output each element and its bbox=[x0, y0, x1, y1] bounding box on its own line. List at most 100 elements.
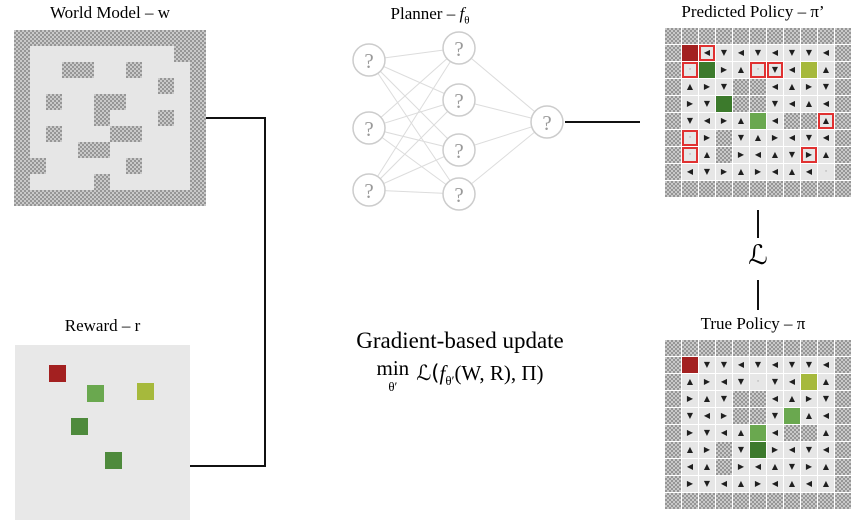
network-node-question-mark: ? bbox=[454, 139, 463, 163]
error-flag-cell: ▶ bbox=[801, 147, 817, 163]
wall-cell bbox=[801, 113, 817, 129]
reward-square bbox=[87, 385, 104, 402]
wall-cell bbox=[835, 28, 851, 44]
policy-arrow-cell: ▲ bbox=[784, 164, 800, 180]
free-cell bbox=[142, 46, 158, 62]
wall-cell bbox=[835, 493, 851, 509]
loss-connector-bottom bbox=[757, 280, 759, 310]
policy-arrow-cell: ▲ bbox=[818, 476, 834, 492]
update-formula: min θ′ ℒ(fθ′(W, R), Π) bbox=[310, 358, 610, 394]
wall-cell bbox=[158, 110, 174, 126]
free-cell bbox=[46, 46, 62, 62]
wall-cell bbox=[835, 340, 851, 356]
wall-cell bbox=[126, 158, 142, 174]
wall-cell bbox=[750, 340, 766, 356]
formula-args: (W, R), Π) bbox=[454, 361, 544, 386]
free-cell bbox=[78, 46, 94, 62]
network-edge bbox=[368, 59, 460, 195]
error-flag-cell: · bbox=[682, 62, 698, 78]
policy-arrow-cell: ◀ bbox=[750, 147, 766, 163]
free-cell bbox=[126, 94, 142, 110]
wall-cell bbox=[14, 174, 30, 190]
network-node-question-mark: ? bbox=[454, 89, 463, 113]
free-cell bbox=[142, 78, 158, 94]
policy-arrow-cell: ▼ bbox=[784, 459, 800, 475]
wall-cell bbox=[716, 181, 732, 197]
free-cell bbox=[142, 158, 158, 174]
free-cell bbox=[126, 78, 142, 94]
policy-arrow-cell: ▼ bbox=[767, 408, 783, 424]
free-cell bbox=[110, 142, 126, 158]
wall-cell bbox=[716, 442, 732, 458]
policy-arrow-cell: ▼ bbox=[801, 357, 817, 373]
formula-f: f bbox=[439, 361, 446, 386]
policy-arrow-cell: ▶ bbox=[699, 130, 715, 146]
network-edge bbox=[458, 47, 548, 123]
free-cell bbox=[142, 142, 158, 158]
wall-cell bbox=[78, 62, 94, 78]
free-cell bbox=[78, 158, 94, 174]
wall-cell bbox=[835, 96, 851, 112]
colored-cell bbox=[750, 425, 766, 441]
colored-cell bbox=[699, 62, 715, 78]
reward-square bbox=[137, 383, 154, 400]
wall-cell bbox=[750, 96, 766, 112]
wall-cell bbox=[62, 190, 78, 206]
policy-arrow-cell: ◀ bbox=[767, 357, 783, 373]
wall-cell bbox=[835, 79, 851, 95]
policy-arrow-cell: ▲ bbox=[682, 374, 698, 390]
connector-world-model bbox=[206, 117, 266, 119]
reward-square bbox=[105, 452, 122, 469]
policy-arrow-cell: ▼ bbox=[784, 147, 800, 163]
wall-cell bbox=[733, 493, 749, 509]
network-node bbox=[530, 105, 564, 139]
policy-arrow-cell: ▲ bbox=[784, 391, 800, 407]
policy-arrow-cell: ▼ bbox=[767, 96, 783, 112]
free-cell bbox=[126, 174, 142, 190]
policy-arrow-cell: ▼ bbox=[818, 79, 834, 95]
free-cell bbox=[78, 94, 94, 110]
wall-cell bbox=[665, 164, 681, 180]
wall-cell bbox=[190, 174, 206, 190]
wall-cell bbox=[142, 190, 158, 206]
free-cell bbox=[62, 110, 78, 126]
world-model-label: World Model – w bbox=[50, 3, 170, 22]
policy-arrow-cell: ▲ bbox=[682, 442, 698, 458]
wall-cell bbox=[14, 78, 30, 94]
policy-arrow-cell: ▶ bbox=[716, 164, 732, 180]
network-edge bbox=[368, 99, 460, 191]
free-cell bbox=[142, 174, 158, 190]
network-node bbox=[352, 173, 386, 207]
free-cell bbox=[110, 62, 126, 78]
wall-cell bbox=[665, 62, 681, 78]
wall-cell bbox=[699, 340, 715, 356]
wall-cell bbox=[835, 459, 851, 475]
wall-cell bbox=[801, 28, 817, 44]
policy-arrow-cell: ▼ bbox=[767, 374, 783, 390]
policy-arrow-cell: ▼ bbox=[716, 45, 732, 61]
loss-symbol: ℒ bbox=[748, 240, 768, 271]
wall-cell bbox=[665, 425, 681, 441]
policy-arrow-cell: ▲ bbox=[784, 79, 800, 95]
wall-cell bbox=[665, 493, 681, 509]
policy-arrow-cell: ▶ bbox=[801, 459, 817, 475]
free-cell bbox=[126, 110, 142, 126]
policy-arrow-cell: ◀ bbox=[716, 476, 732, 492]
wall-cell bbox=[46, 94, 62, 110]
wall-cell bbox=[46, 30, 62, 46]
policy-arrow-cell: ▶ bbox=[801, 79, 817, 95]
policy-arrow-cell: ◀ bbox=[818, 96, 834, 112]
reward-label: Reward – r bbox=[64, 316, 141, 335]
wall-cell bbox=[665, 130, 681, 146]
free-cell bbox=[46, 62, 62, 78]
free-cell bbox=[110, 110, 126, 126]
wall-cell bbox=[142, 30, 158, 46]
wall-cell bbox=[190, 78, 206, 94]
policy-arrow-cell: ▶ bbox=[682, 425, 698, 441]
wall-cell bbox=[665, 181, 681, 197]
wall-cell bbox=[14, 142, 30, 158]
free-cell bbox=[174, 174, 190, 190]
wall-cell bbox=[733, 181, 749, 197]
policy-arrow-cell: ◀ bbox=[699, 113, 715, 129]
network-node-question-mark: ? bbox=[364, 117, 373, 141]
